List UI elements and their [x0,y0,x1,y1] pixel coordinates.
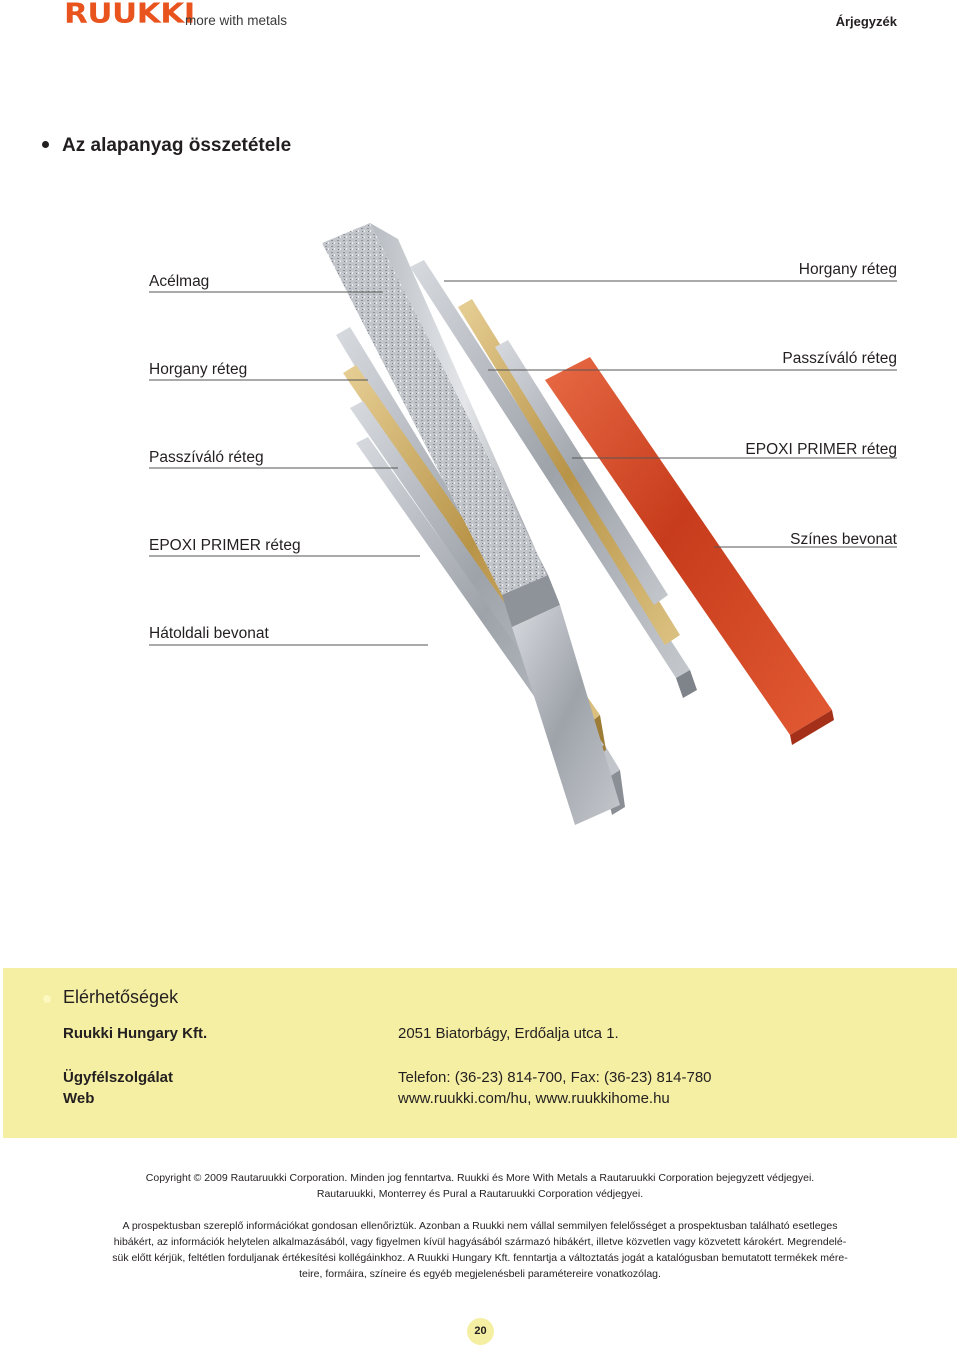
contact-address: 2051 Biatorbágy, Erdőalja utca 1. [398,1025,619,1042]
contact-title: Elérhetőségek [63,987,179,1007]
layer-diagram [149,223,897,825]
disclaimer-line-1: A prospektusban szereplő információkat g… [122,1220,838,1232]
contact-web-label: Web [63,1090,95,1107]
label-passivation-front: Passzíváló réteg [782,350,897,367]
contact-box [3,968,957,1138]
label-zinc-front: Horgany réteg [798,261,897,278]
steel-core-layer [322,223,620,825]
label-steel-core: Acélmag [149,273,210,290]
label-primer-front: EPOXI PRIMER réteg [745,441,897,458]
label-back-coating: Hátoldali bevonat [149,625,269,642]
ruukki-logo: RUUKKI [64,0,195,30]
front-primer-layer [495,340,668,605]
copyright-line-1: Copyright © 2009 Rautaruukki Corporation… [145,1172,815,1184]
contact-company-name: Ruukki Hungary Kft. [63,1025,208,1042]
label-primer-back: EPOXI PRIMER réteg [149,537,301,554]
page-number: 20 [467,1318,494,1345]
leader-lines [149,280,897,646]
section-heading: Az alapanyag összetétele [42,135,291,157]
front-zinc-layer [410,260,697,698]
label-passivation-back: Passzíváló réteg [149,449,264,466]
contact-phone: Telefon: (36-23) 814-700, Fax: (36-23) 8… [398,1069,712,1086]
section-title: Az alapanyag összetétele [62,135,292,156]
logo-tagline: more with metals [185,13,288,28]
contact-customer-service-label: Ügyfélszolgálat [63,1069,174,1086]
front-passivation-layer [458,299,680,645]
label-zinc-back: Horgany réteg [149,361,248,378]
disclaimer-line-4: teire, formáira, színeire és egyéb megje… [299,1268,661,1280]
disclaimer-line-2: hibákért, az információk helytelen alkal… [113,1236,847,1248]
contact-web-links[interactable]: www.ruukki.com/hu, www.ruukkihome.hu [398,1090,670,1107]
color-coating-layer [545,357,834,745]
copyright-line-2: Rautaruukki, Monterrey és Pural a Rautar… [316,1188,644,1200]
bullet-icon [42,140,49,148]
disclaimer-line-3: sük előtt kérjük, feltétlen forduljanak … [112,1252,848,1264]
header-section-title: Árjegyzék [835,14,897,29]
label-color-coating: Színes bevonat [790,531,897,548]
bullet-icon [43,995,51,1003]
